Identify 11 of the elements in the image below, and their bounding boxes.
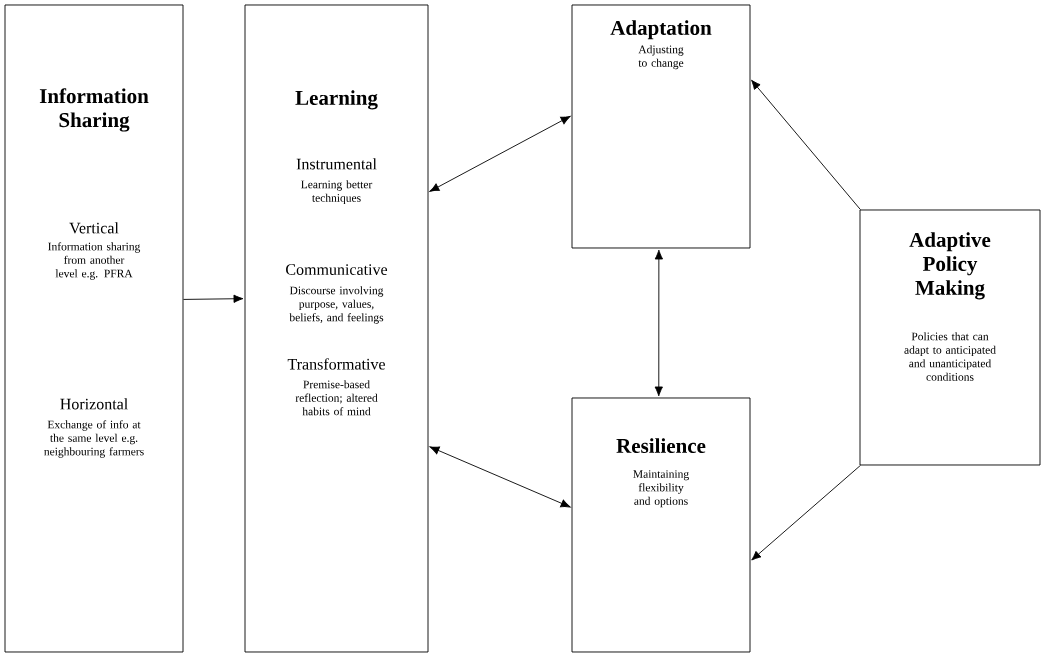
arrow xyxy=(429,446,571,508)
text-box: Learning Instrumental Learning better techniques Communicative Discourse involving purpose, values, beliefs, and feelings Transformative Premise-based reflection; altered habits of mind xyxy=(244,4,429,653)
arrow xyxy=(183,294,244,303)
arrow xyxy=(429,115,571,192)
arrow xyxy=(654,249,663,397)
text-box: Adaptive Policy Making Policies that can adapt to anticipated and unanticipated conditions xyxy=(859,209,1041,466)
arrow xyxy=(751,79,861,210)
text-box: Adaptation Adjusting to change xyxy=(571,4,751,249)
arrow xyxy=(751,465,861,561)
text-box: Information Sharing Vertical Information sharing from another level e.g. PFRA Horizontal Exchange of info at the same level e.g. neighbouring farmers xyxy=(4,4,184,653)
text-box: Resilience Maintaining flexibility and options xyxy=(571,397,751,653)
